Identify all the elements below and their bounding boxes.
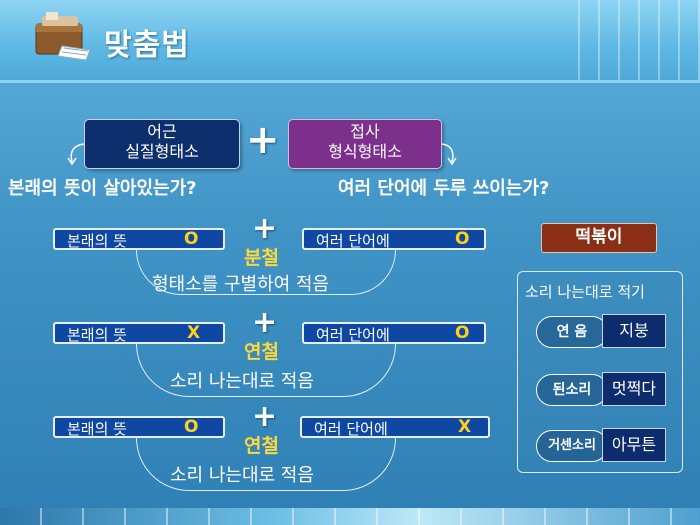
header-bar [0, 0, 700, 82]
panel-title: 소리 나는대로 적기 [525, 283, 645, 301]
panel-label-tense: 된소리 [536, 374, 608, 406]
row3-rule: 연철 [244, 435, 279, 457]
row2-right-label: 여러 단어에 [316, 326, 390, 344]
root-box-line2: 실질형태소 [125, 142, 199, 161]
row1-right-mark: O [455, 229, 470, 249]
row3-right-pill: 여러 단어에 [300, 416, 490, 438]
right-connector-arrow [441, 143, 457, 166]
row2-right-pill: 여러 단어에 [302, 322, 486, 344]
affix-morpheme-box: 접사 형식형태소 [288, 119, 442, 169]
books-icon [32, 10, 96, 64]
row2-plus: + [252, 305, 278, 340]
root-question: 본래의 뜻이 살아있는가? [8, 178, 197, 199]
panel-word-liaison: 지붕 [602, 314, 666, 348]
row1-right-pill: 여러 단어에 [302, 228, 486, 250]
row2-result: 소리 나는대로 적음 [170, 371, 314, 392]
example-word-box: 떡볶이 [541, 223, 657, 253]
affix-question: 여러 단어에 두루 쓰이는가? [338, 178, 550, 199]
affix-box-line2: 형식형태소 [328, 142, 402, 161]
row2-left-mark: X [187, 323, 201, 343]
row3-plus: + [252, 399, 278, 434]
root-box-line1: 어근 [147, 122, 177, 141]
row3-right-mark: X [458, 417, 472, 437]
footer-decoration [0, 508, 700, 525]
row1-right-label: 여러 단어에 [316, 232, 390, 250]
panel-label-aspirated: 거센소리 [536, 430, 608, 462]
row1-left-mark: O [184, 229, 199, 249]
top-plus-sign: + [246, 117, 280, 163]
row3-result: 소리 나는대로 적음 [170, 465, 314, 486]
row2-left-label: 본래의 뜻 [67, 326, 127, 344]
row2-left-pill: 본래의 뜻 [53, 322, 225, 344]
row3-left-pill: 본래의 뜻 [53, 416, 225, 438]
panel-label-liaison: 연 음 [536, 316, 608, 348]
panel-word-tense: 멋쩍다 [602, 372, 666, 406]
page-title: 맞춤법 [104, 28, 190, 63]
left-connector-arrow [67, 143, 85, 166]
row1-plus: + [252, 211, 278, 246]
row2-right-mark: O [455, 323, 470, 343]
row2-rule: 연철 [244, 341, 279, 363]
row1-rule: 분철 [244, 247, 279, 269]
row1-result: 형태소를 구별하여 적음 [152, 274, 330, 295]
row3-right-label: 여러 단어에 [314, 420, 388, 438]
row1-left-label: 본래의 뜻 [67, 232, 127, 250]
row1-left-pill: 본래의 뜻 [53, 228, 225, 250]
row3-left-label: 본래의 뜻 [67, 420, 127, 438]
footer-bar [0, 508, 700, 525]
header-divider [0, 80, 700, 83]
root-morpheme-box: 어근 실질형태소 [84, 119, 240, 169]
affix-box-line1: 접사 [350, 122, 380, 141]
panel-word-aspirated: 아무튼 [602, 428, 666, 462]
row3-left-mark: O [184, 417, 199, 437]
header-decoration [560, 0, 700, 80]
